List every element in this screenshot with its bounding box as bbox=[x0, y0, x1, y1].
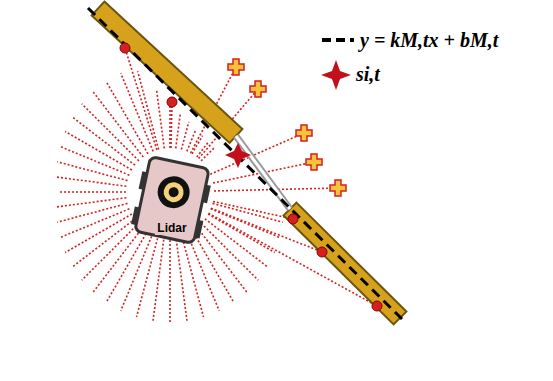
gap-segment bbox=[236, 136, 290, 209]
lidar-rays bbox=[57, 48, 377, 322]
lidar-sensor bbox=[155, 173, 193, 211]
fitted-line bbox=[88, 8, 403, 320]
robot-label: Lidar bbox=[155, 221, 188, 235]
hit-point bbox=[288, 214, 298, 224]
legend-label: si,t bbox=[356, 62, 380, 86]
robot bbox=[130, 156, 214, 245]
lidar-ray bbox=[192, 136, 203, 154]
lidar-ray bbox=[57, 198, 127, 207]
hit-markers bbox=[120, 43, 382, 311]
lidar-ray bbox=[201, 147, 214, 160]
lidar-ray bbox=[57, 203, 127, 222]
hit-point bbox=[372, 301, 382, 311]
lidar-ray bbox=[93, 227, 143, 292]
lidar-ray bbox=[213, 201, 293, 219]
lidar-ray bbox=[187, 233, 219, 311]
lidar-sensor bbox=[168, 186, 180, 198]
miss-point bbox=[296, 125, 312, 141]
legend-label: y = kM,tx + bM,t bbox=[360, 28, 498, 52]
hit-point bbox=[167, 97, 177, 107]
legend-line-sample bbox=[322, 38, 354, 42]
lidar-ray bbox=[82, 104, 139, 161]
lidar-ray bbox=[192, 230, 234, 302]
lidar-ray bbox=[153, 236, 164, 321]
lidar-ray bbox=[171, 102, 172, 148]
lidar-ray bbox=[121, 233, 153, 311]
lidar-ray bbox=[169, 103, 171, 148]
lidar-ray bbox=[82, 223, 139, 280]
lidar-ray bbox=[60, 147, 129, 176]
lidar-ray bbox=[72, 117, 135, 165]
lidar-ray bbox=[58, 191, 126, 193]
lidar-ray bbox=[181, 122, 188, 150]
lidar-ray bbox=[65, 214, 132, 253]
hit-point bbox=[317, 247, 327, 257]
hit-point bbox=[120, 43, 130, 53]
miss-point bbox=[330, 180, 346, 196]
robot-body bbox=[135, 157, 209, 244]
legend-star-sample bbox=[321, 60, 351, 90]
lidar-sensor bbox=[162, 180, 186, 204]
lidar-ray bbox=[169, 236, 171, 322]
lidar-ray bbox=[205, 219, 268, 267]
miss-point bbox=[228, 59, 244, 75]
wall-segment bbox=[92, 2, 243, 143]
lidar-ray bbox=[201, 223, 258, 280]
gap-segment bbox=[236, 136, 290, 209]
lidar-ray bbox=[106, 82, 148, 154]
lidar-ray bbox=[157, 90, 165, 148]
lidar-ray bbox=[60, 209, 129, 238]
lidar-ray bbox=[138, 71, 159, 149]
lidar-ray bbox=[176, 236, 187, 321]
lidar-ray bbox=[57, 162, 127, 181]
lidar-ray bbox=[57, 177, 127, 186]
miss-point bbox=[306, 154, 322, 170]
lidar-ray bbox=[176, 114, 181, 149]
lidar-ray bbox=[187, 129, 196, 151]
breakpoint-star bbox=[225, 143, 251, 168]
lidar-ray bbox=[137, 235, 159, 317]
miss-point bbox=[250, 81, 266, 97]
